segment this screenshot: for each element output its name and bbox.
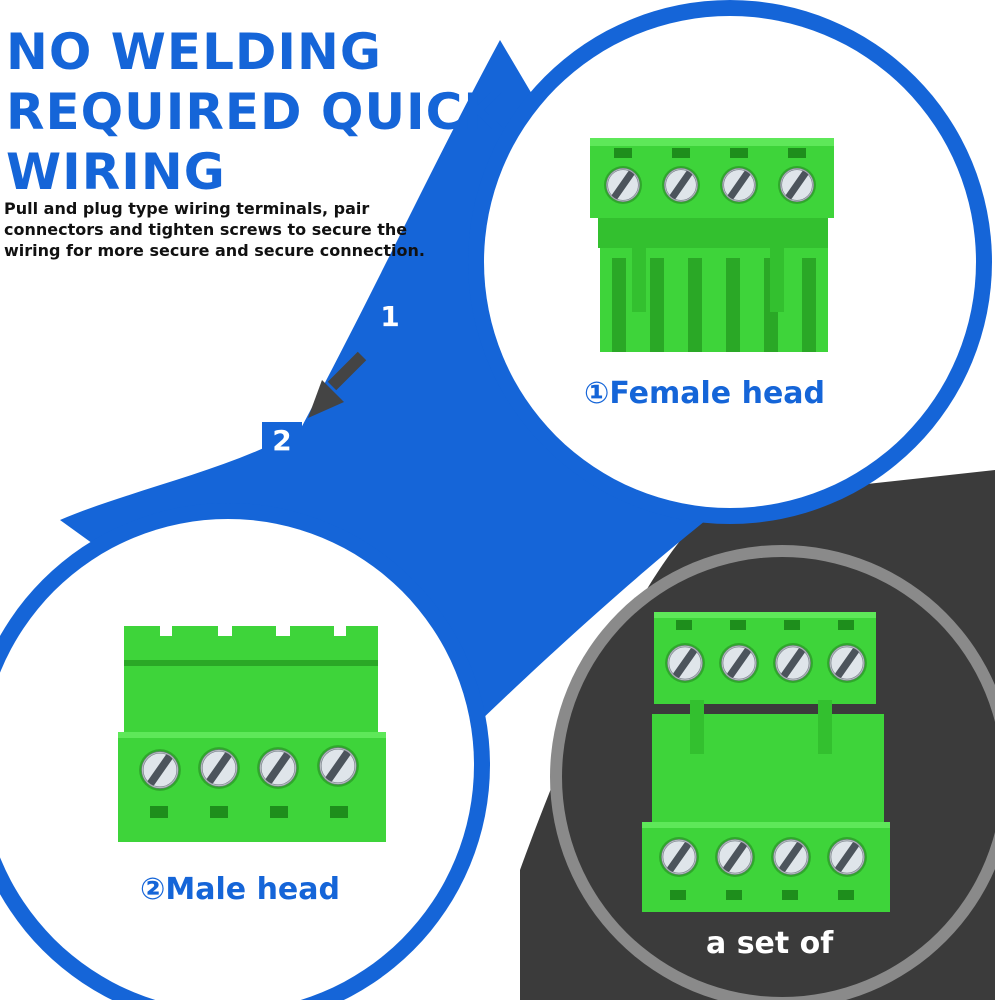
arrow-down-left-icon [308, 351, 367, 418]
headline-line-1: NO WELDING [6, 23, 382, 81]
set-connector-image [642, 612, 890, 912]
female-head-caption: ①Female head [584, 376, 826, 411]
male-connector-image [118, 626, 386, 842]
description-text: Pull and plug type wiring terminals, pai… [4, 199, 425, 260]
headline: NO WELDING REQUIRED QUICK WIRING [6, 22, 503, 202]
headline-line-3: WIRING [6, 143, 226, 201]
female-connector-image [590, 138, 834, 352]
male-head-caption: ②Male head [140, 872, 340, 907]
headline-line-2: REQUIRED QUICK [6, 83, 504, 141]
step-2-badge: 2 [262, 422, 302, 460]
step-1-badge: 1 [370, 298, 410, 336]
set-caption: a set of [706, 926, 834, 961]
